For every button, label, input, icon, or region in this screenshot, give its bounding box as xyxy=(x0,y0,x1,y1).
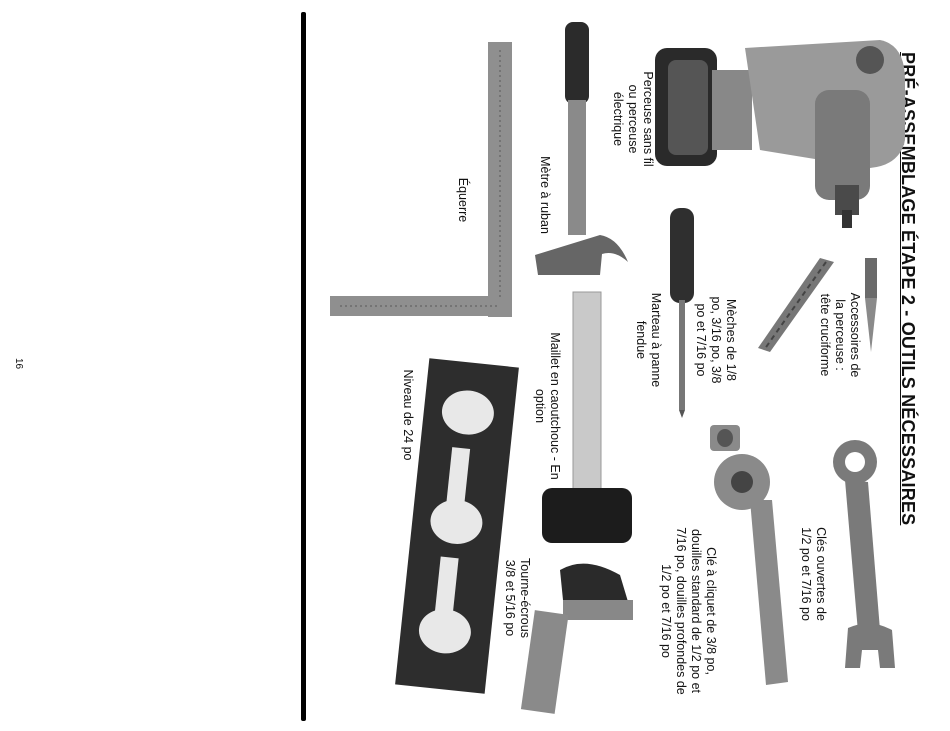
screwdriver-illustration xyxy=(670,208,694,418)
vertical-divider xyxy=(301,12,306,721)
label-level: Niveau de 24 po xyxy=(401,369,415,461)
label-ratchet: Clé à cliquet de 3/8 po, douilles standa… xyxy=(659,527,718,695)
label-tape-measure: Mètre à ruban xyxy=(538,156,552,234)
label-drill-bits: Accessoires de la perceuse : tête crucif… xyxy=(818,292,862,378)
tape-measure-illustration xyxy=(520,563,633,714)
hammer-illustration xyxy=(535,22,628,275)
twist-drill-bit-illustration xyxy=(758,258,834,352)
ratchet-illustration xyxy=(714,454,788,685)
label-drill-bits-sizes: Mèches de 1/8 po, 3/16 po, 3/8 po et 7/1… xyxy=(694,296,738,384)
screwdriver-bit-illustration xyxy=(865,258,877,352)
label-drill: Perceuse sans fil ou perceuse électrique xyxy=(611,71,655,167)
socket-illustration xyxy=(710,425,740,451)
square-illustration xyxy=(330,42,512,317)
label-hammer: Marteau à panne fendue xyxy=(634,292,663,388)
mallet-illustration xyxy=(542,291,632,543)
label-square: Équerre xyxy=(456,177,470,223)
label-mallet: Maillet en caoutchouc - En option xyxy=(533,332,562,480)
label-wrenches: Clés ouvertes de 1/2 po et 7/16 po xyxy=(799,527,828,621)
open-end-wrench-illustration xyxy=(833,440,895,668)
level-illustration xyxy=(395,358,519,694)
drill-illustration xyxy=(655,40,905,228)
label-nut-driver: Tourne-écrous 3/8 et 5/16 po xyxy=(503,558,532,638)
